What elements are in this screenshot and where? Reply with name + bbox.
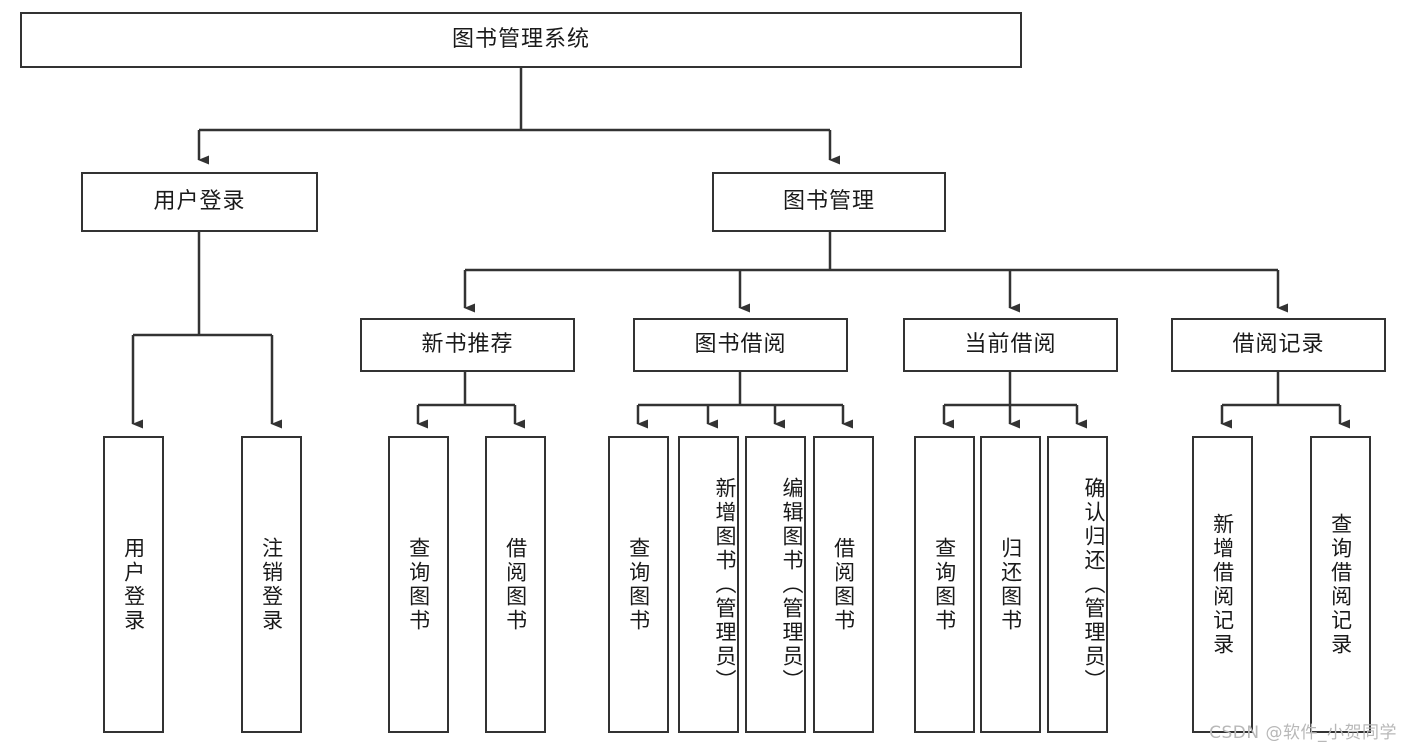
node-book-borrow[interactable]: 图书借阅 (633, 318, 848, 372)
csdn-watermark: CSDN @软件_小贺同学 (1209, 723, 1397, 743)
node-label: 查询图书 (932, 536, 957, 633)
node-current-borrow[interactable]: 当前借阅 (903, 318, 1118, 372)
node-label: 图书管理 (782, 188, 875, 214)
leaf-borrow-book[interactable]: 借阅图书 (813, 436, 874, 733)
node-borrow-record[interactable]: 借阅记录 (1171, 318, 1386, 372)
leaf-add-borrow-record[interactable]: 新增借阅记录 (1192, 436, 1253, 733)
node-label: 归还图书 (998, 536, 1023, 633)
leaf-query-book-current[interactable]: 查询图书 (914, 436, 975, 733)
node-label: 新增图书（管理员） (713, 476, 737, 693)
node-label: 确认归还（管理员） (1082, 476, 1106, 693)
node-label: 图书借阅 (694, 331, 787, 357)
node-label: 用户登录 (153, 188, 246, 214)
leaf-user-login[interactable]: 用户登录 (103, 436, 164, 733)
leaf-logout-login[interactable]: 注销登录 (241, 436, 302, 733)
node-label: 图书管理系统 (451, 26, 590, 52)
node-label: 注销登录 (259, 536, 284, 633)
node-label: 查询图书 (406, 536, 431, 633)
leaf-borrow-book-recommend[interactable]: 借阅图书 (485, 436, 546, 733)
node-label: 借阅图书 (503, 536, 528, 633)
node-label: 当前借阅 (964, 331, 1057, 357)
node-label: 借阅记录 (1232, 331, 1325, 357)
node-label: 编辑图书（管理员） (780, 476, 804, 693)
leaf-return-book[interactable]: 归还图书 (980, 436, 1041, 733)
leaf-query-borrow-record[interactable]: 查询借阅记录 (1310, 436, 1371, 733)
node-label: 新增借阅记录 (1210, 512, 1235, 657)
node-label: 新书推荐 (421, 331, 514, 357)
node-label: 查询图书 (626, 536, 651, 633)
leaf-query-book-borrow[interactable]: 查询图书 (608, 436, 669, 733)
node-new-book-recommend[interactable]: 新书推荐 (360, 318, 575, 372)
leaf-edit-book-admin[interactable]: 编辑图书（管理员） (745, 436, 806, 733)
leaf-confirm-return-admin[interactable]: 确认归还（管理员） (1047, 436, 1108, 733)
node-label: 查询借阅记录 (1328, 512, 1353, 657)
node-root-book-management-system[interactable]: 图书管理系统 (20, 12, 1022, 68)
leaf-query-book-recommend[interactable]: 查询图书 (388, 436, 449, 733)
node-book-management[interactable]: 图书管理 (712, 172, 946, 232)
node-label: 用户登录 (121, 536, 146, 633)
leaf-add-book-admin[interactable]: 新增图书（管理员） (678, 436, 739, 733)
node-label: 借阅图书 (831, 536, 856, 633)
node-user-login[interactable]: 用户登录 (81, 172, 318, 232)
